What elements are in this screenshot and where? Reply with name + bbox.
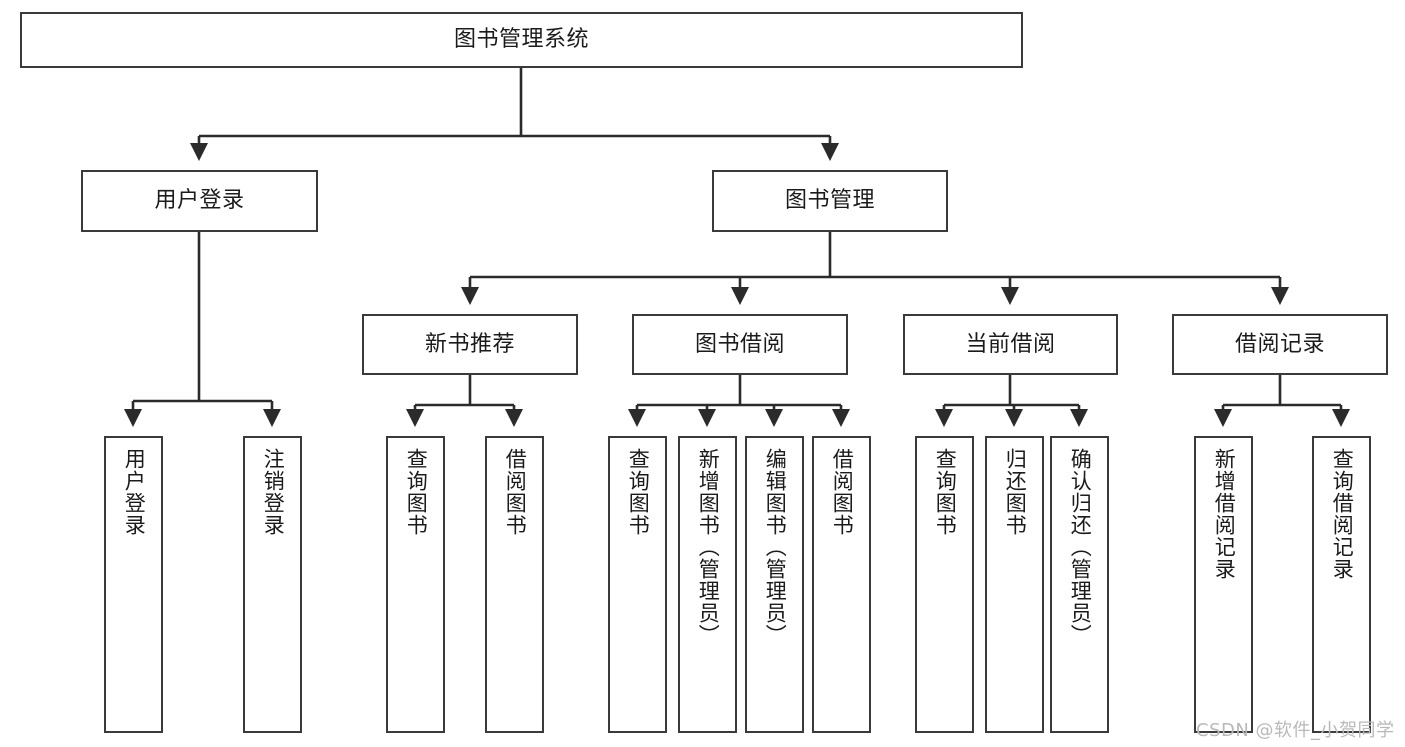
- node-book-borrow-label: 图书借阅: [694, 331, 785, 357]
- node-book-borrow[interactable]: 图书借阅: [632, 314, 848, 375]
- node-leaf-query-book-3[interactable]: 查询图书: [915, 436, 974, 733]
- node-leaf-query-book-1[interactable]: 查询图书: [386, 436, 445, 733]
- node-root-label: 图书管理系统: [453, 27, 589, 53]
- node-leaf-edit-book[interactable]: 编辑图书（管理员）: [745, 436, 804, 733]
- node-leaf-return-book[interactable]: 归还图书: [985, 436, 1044, 733]
- node-current-borrow[interactable]: 当前借阅: [903, 314, 1118, 375]
- node-leaf-add-record[interactable]: 新增借阅记录: [1194, 436, 1253, 733]
- node-leaf-borrow-book-1[interactable]: 借阅图书: [485, 436, 544, 733]
- node-leaf-borrow-book-2-label: 借阅图书: [830, 448, 855, 536]
- node-current-borrow-label: 当前借阅: [965, 331, 1056, 357]
- node-user-login-label: 用户登录: [154, 188, 245, 214]
- node-leaf-user-login[interactable]: 用户登录: [104, 436, 163, 733]
- node-leaf-borrow-book-2[interactable]: 借阅图书: [812, 436, 871, 733]
- node-leaf-query-record[interactable]: 查询借阅记录: [1312, 436, 1371, 733]
- node-borrow-record-label: 借阅记录: [1234, 331, 1325, 357]
- node-leaf-add-book-label: 新增图书（管理员）: [696, 448, 721, 646]
- node-leaf-logout[interactable]: 注销登录: [243, 436, 302, 733]
- node-leaf-confirm-return[interactable]: 确认归还（管理员）: [1050, 436, 1109, 733]
- node-book-manage[interactable]: 图书管理: [712, 170, 948, 232]
- node-leaf-add-record-label: 新增借阅记录: [1212, 448, 1237, 580]
- node-leaf-query-book-1-label: 查询图书: [404, 448, 429, 536]
- node-leaf-query-record-label: 查询借阅记录: [1330, 448, 1355, 580]
- node-leaf-return-book-label: 归还图书: [1003, 448, 1028, 536]
- node-leaf-query-book-2-label: 查询图书: [626, 448, 651, 536]
- node-leaf-query-book-2[interactable]: 查询图书: [608, 436, 667, 733]
- node-root[interactable]: 图书管理系统: [20, 12, 1023, 68]
- node-leaf-query-book-3-label: 查询图书: [933, 448, 958, 536]
- node-leaf-confirm-return-label: 确认归还（管理员）: [1068, 448, 1093, 646]
- node-leaf-user-login-label: 用户登录: [122, 448, 147, 536]
- node-leaf-add-book[interactable]: 新增图书（管理员）: [678, 436, 737, 733]
- node-leaf-logout-label: 注销登录: [261, 448, 286, 536]
- node-leaf-edit-book-label: 编辑图书（管理员）: [763, 448, 788, 646]
- node-book-manage-label: 图书管理: [784, 188, 875, 214]
- node-new-book-rec[interactable]: 新书推荐: [362, 314, 578, 375]
- node-user-login[interactable]: 用户登录: [81, 170, 318, 232]
- node-borrow-record[interactable]: 借阅记录: [1172, 314, 1388, 375]
- node-leaf-borrow-book-1-label: 借阅图书: [503, 448, 528, 536]
- node-new-book-rec-label: 新书推荐: [424, 331, 515, 357]
